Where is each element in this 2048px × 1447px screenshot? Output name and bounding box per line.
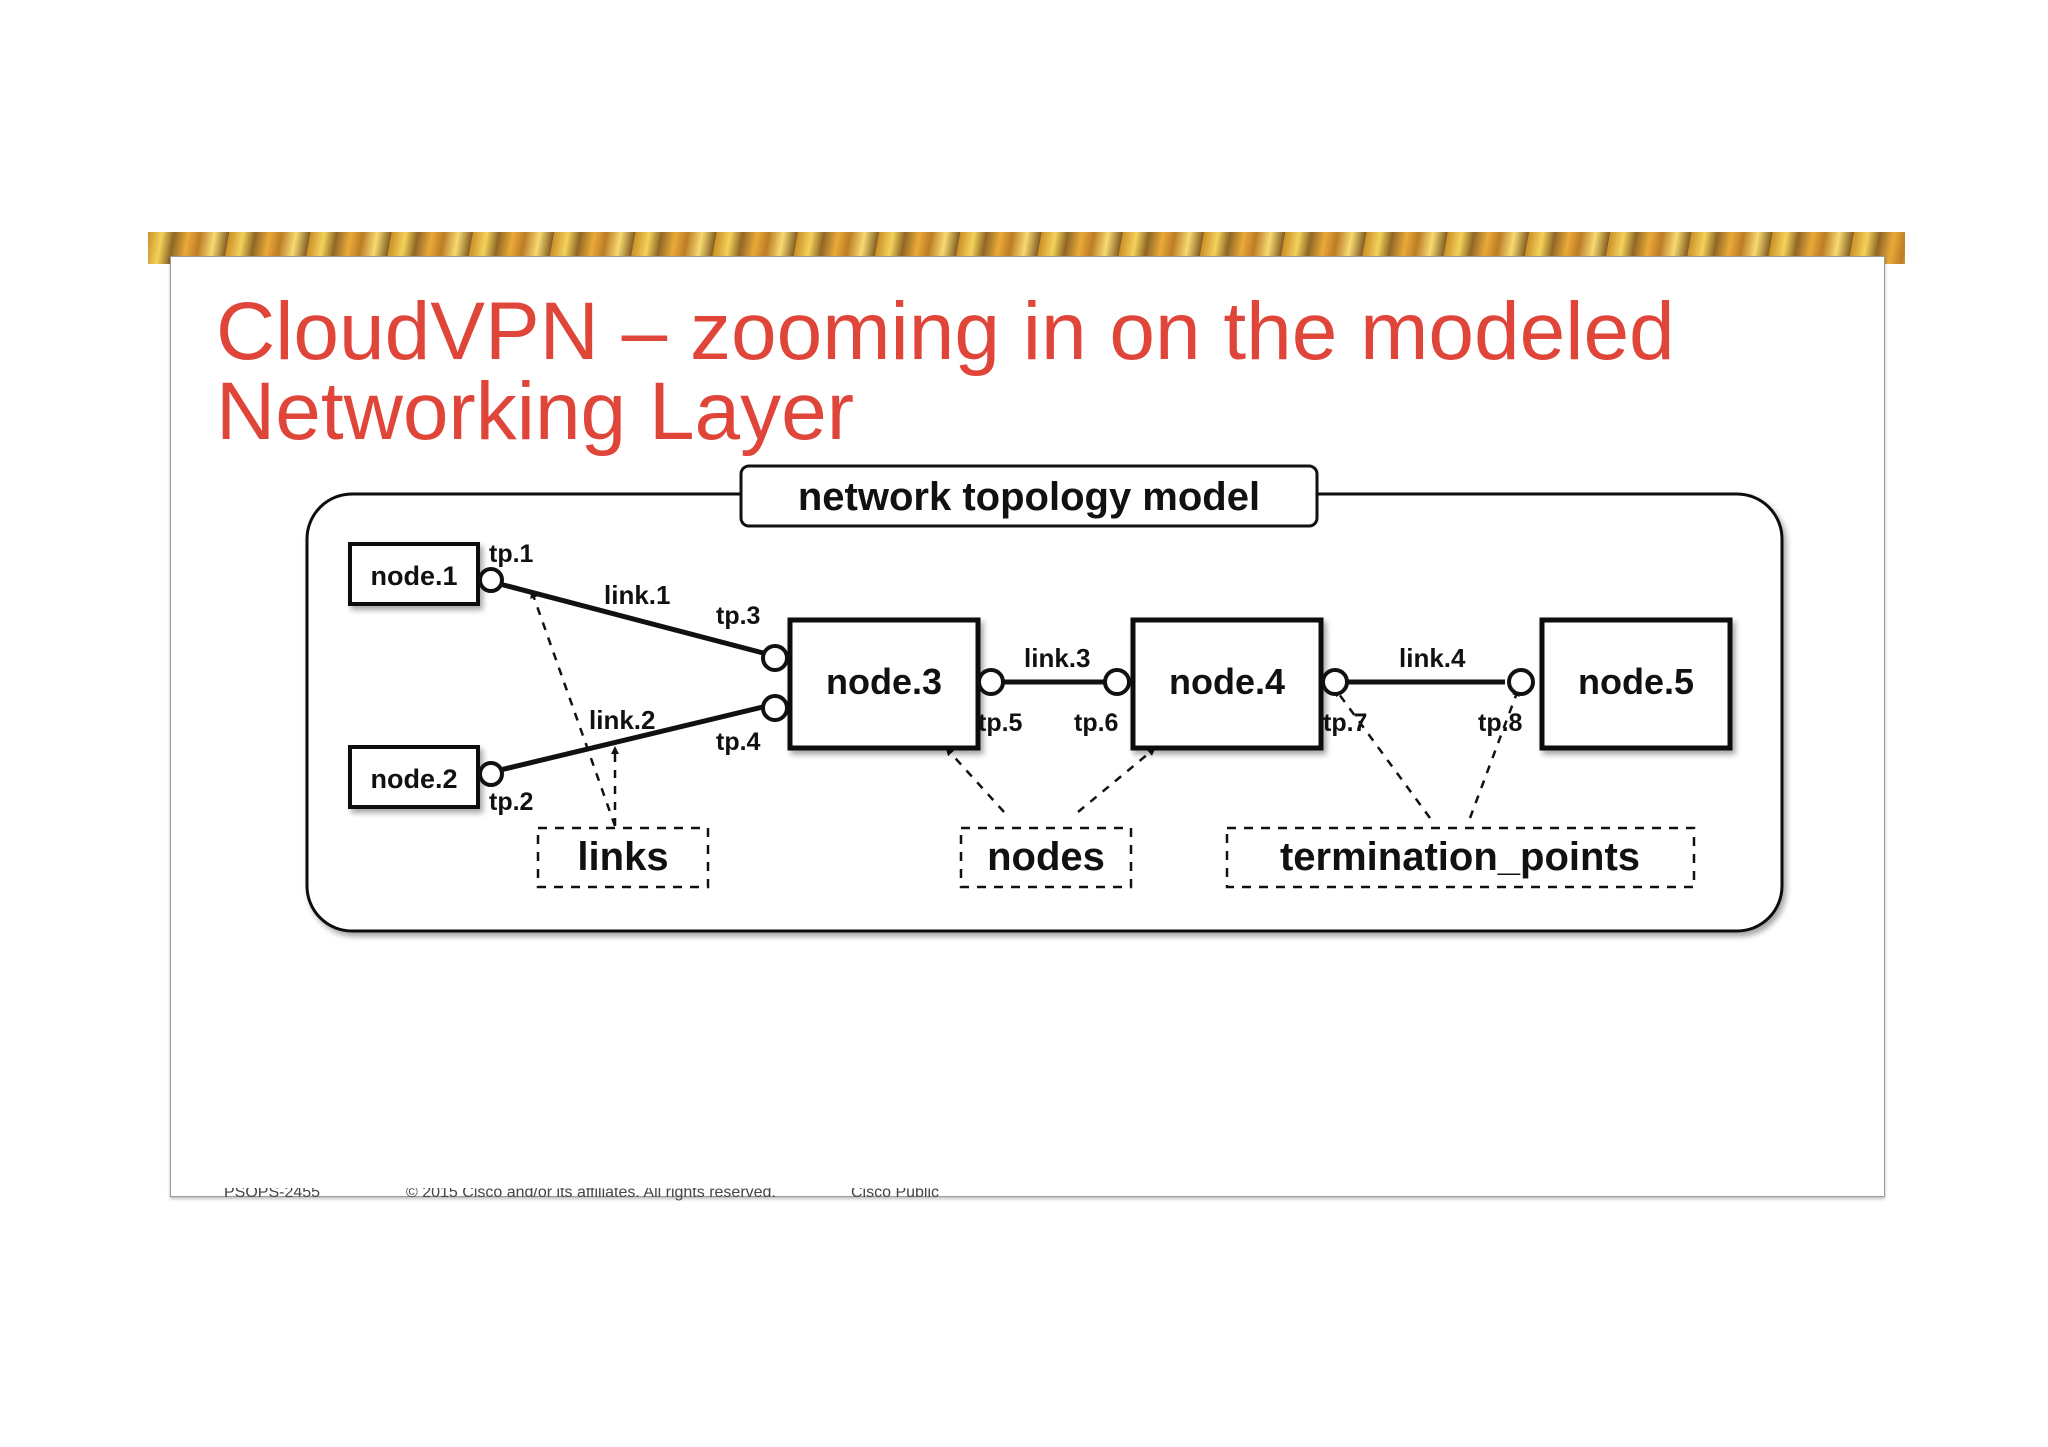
nodes-legend-label: nodes: [987, 835, 1105, 879]
node-1-box: [348, 542, 480, 606]
tp-3-circle: [761, 644, 789, 672]
footer-classification: Cisco Public: [851, 1188, 940, 1201]
tp-2-circle: [478, 761, 504, 787]
slide-title: CloudVPN – zooming in on the modeled Net…: [216, 286, 1675, 457]
tp-4-label: tp.4: [716, 728, 761, 756]
tp-pointer-1: [1334, 688, 1432, 819]
node-3-label: node.3: [826, 661, 942, 702]
frame-title: network topology model: [798, 475, 1260, 519]
tp-5-circle: [977, 668, 1005, 696]
node-2-label: node.2: [370, 764, 457, 794]
links-legend-label: links: [577, 835, 668, 879]
node-4-label: node.4: [1169, 661, 1285, 702]
footer-copyright: © 2015 Cisco and/or its affiliates. All …: [406, 1188, 776, 1201]
termination-points-legend-label: termination_points: [1280, 835, 1640, 879]
link-1-label: link.1: [604, 580, 670, 610]
nodes-legend-box: [959, 826, 1133, 889]
node-2-box: [348, 745, 480, 809]
tp-8-circle: [1507, 668, 1535, 696]
tp-1-circle: [478, 567, 504, 593]
tp-4-circle: [761, 694, 789, 722]
tp-7-label: tp.7: [1323, 709, 1367, 737]
tp-1-label: tp.1: [489, 540, 534, 568]
tp-5-label: tp.5: [978, 709, 1023, 737]
tp-pointer-2: [1468, 688, 1520, 819]
nodes-pointer-1: [945, 747, 1005, 813]
frame-title-box: [739, 464, 1319, 528]
link-3-label: link.3: [1024, 643, 1090, 673]
tp-7-circle: [1321, 668, 1349, 696]
node-1-label: node.1: [370, 561, 457, 591]
tp-6-circle: [1103, 668, 1131, 696]
node-5-label: node.5: [1578, 661, 1694, 702]
links-legend-box: [536, 826, 710, 889]
tp-8-label: tp.8: [1478, 709, 1523, 737]
nodes-pointer-2: [1077, 747, 1156, 813]
termination-points-legend-box: [1225, 826, 1696, 889]
link-2-label: link.2: [589, 705, 655, 735]
link-2-line: [495, 703, 768, 774]
tp-2-label: tp.2: [489, 788, 533, 816]
link-1-line: [495, 580, 768, 657]
tp-3-label: tp.3: [716, 602, 760, 630]
node-5-box: [1539, 617, 1733, 751]
slide-footer: PSOPS-2455 © 2015 Cisco and/or its affil…: [0, 1188, 2048, 1204]
footer-session-code: PSOPS-2455: [224, 1188, 321, 1201]
link-4-label: link.4: [1399, 643, 1466, 673]
node-4-box: [1130, 617, 1324, 751]
tp-6-label: tp.6: [1074, 709, 1118, 737]
